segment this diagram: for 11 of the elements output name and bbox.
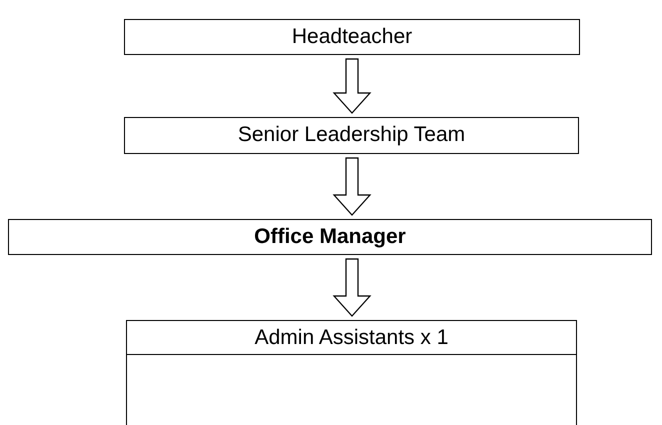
org-box [8, 219, 652, 255]
block-arrow [332, 58, 372, 114]
org-box [126, 320, 577, 425]
role-label: Headteacher [290, 24, 414, 50]
role-label: Office Manager [253, 224, 407, 250]
role-label: Senior Leadership Team [236, 122, 466, 148]
org-box [124, 117, 579, 154]
role-label: Admin Assistants x 1 [127, 321, 576, 355]
block-arrow [332, 157, 372, 216]
block-arrow [332, 258, 372, 317]
org-box [124, 19, 580, 55]
